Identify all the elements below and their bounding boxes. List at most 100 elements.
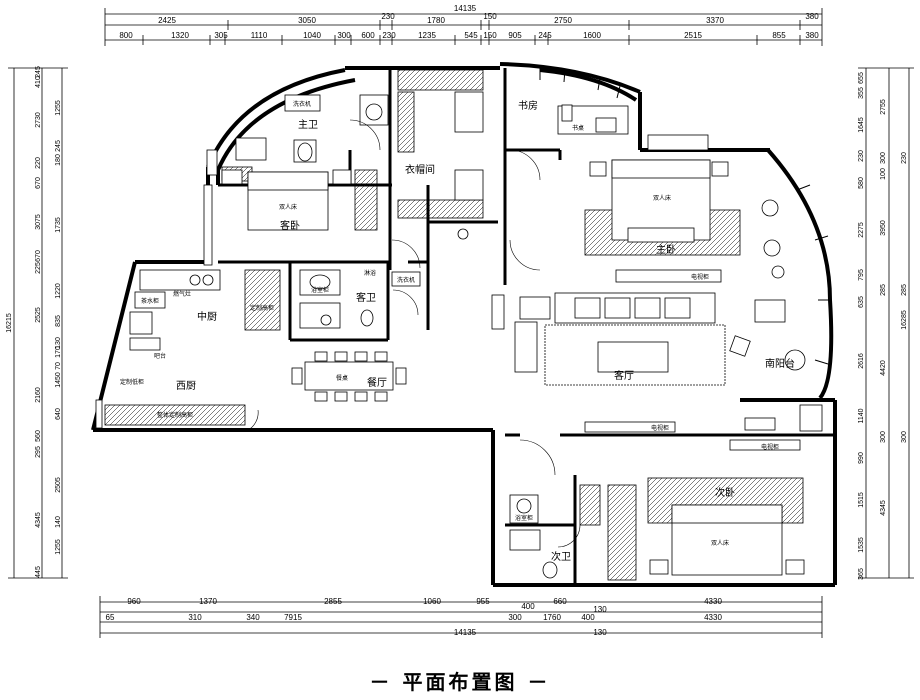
right-dimension-lines [858, 67, 914, 579]
shower-label: 淋浴 [364, 269, 376, 277]
left-dim: 670 [35, 250, 42, 262]
interior-walls [218, 66, 835, 585]
left-dim: 140 [55, 516, 62, 528]
right-total-dim: 16285 [901, 310, 908, 330]
left-dim: 4345 [35, 512, 42, 528]
integrated-cabinet [104, 404, 246, 426]
guest-bath-toilet [360, 309, 374, 327]
dining-table [304, 361, 394, 391]
room-master-bath: 主卫 [298, 119, 318, 131]
right-dim: 635 [858, 296, 865, 308]
bottom-dim: 300 [508, 613, 522, 622]
guest-bedroom-furniture: 双人床 [221, 169, 378, 231]
room-labels: 主卫 衣帽间 书房 客卧 主卧 中厨 客卫 西厨 餐厅 客厅 南阳台 次卧 次卫 [176, 99, 795, 563]
chinese-kitchen-fixtures: 燃气灶 定制高柜 茶水柜 吧台 定制低柜 整体定制高柜 [104, 269, 281, 426]
right-dim: 795 [858, 269, 865, 281]
custom-high-cabinet [244, 269, 281, 331]
bottom-dim: 7915 [284, 613, 302, 622]
top-dim: 1110 [251, 31, 268, 40]
second-bath-fixtures: 浴室柜 [509, 494, 558, 579]
master-bath-fixtures: 洗衣机 [221, 94, 389, 182]
top-dim: 230 [382, 31, 396, 40]
room-western-kitchen: 西厨 [176, 380, 196, 392]
left-dim: 2160 [35, 387, 42, 403]
top-dims-row2: 800 1320 305 1110 1040 300 600 230 1235 … [119, 31, 819, 40]
tv-cabinet [615, 269, 722, 283]
south-balcony-furniture [729, 299, 823, 432]
window-frames [95, 66, 832, 429]
top-dim: 545 [464, 31, 478, 40]
right-dim: 300 [880, 152, 887, 164]
right-dims-extra: 230 285 300 [901, 152, 908, 443]
top-total-dim: 14135 [454, 4, 477, 13]
left-dim: 225 [35, 262, 42, 274]
toilet [297, 142, 313, 162]
bar-label: 吧台 [154, 352, 166, 360]
right-dim: 230 [901, 152, 908, 164]
dining-furniture: 餐桌 [291, 351, 407, 402]
balcony-chair [784, 349, 806, 371]
right-dim: 300 [880, 431, 887, 443]
bottom-dim: 2855 [324, 597, 342, 606]
top-dim: 1040 [303, 31, 321, 40]
left-dim: 170 [55, 346, 62, 358]
left-dim: 1735 [55, 217, 62, 233]
room-living: 客厅 [614, 369, 634, 382]
guest-bath-fixtures: 浴室柜 洗衣机 淋浴 [299, 269, 421, 329]
room-second-bath: 次卫 [551, 550, 571, 563]
tea-cabinet-label: 茶水柜 [141, 297, 159, 305]
living-tv-cabinet-label: 电视柜 [651, 424, 669, 432]
left-dim: 835 [55, 315, 62, 327]
left-dim: 220 [35, 157, 42, 169]
left-dim: 2505 [55, 477, 62, 493]
custom-high-cabinet-label: 定制高柜 [250, 304, 274, 312]
top-dim: 150 [483, 12, 497, 21]
top-dim: 305 [214, 31, 228, 40]
door-swings [247, 119, 581, 548]
top-dim: 150 [483, 31, 497, 40]
top-dim: 905 [508, 31, 522, 40]
bottom-dims-row2: 65 310 340 7915 300 1760 400 4330 [106, 613, 723, 622]
right-dim: 655 [858, 72, 865, 84]
top-dim: 800 [119, 31, 133, 40]
coffee-table [597, 341, 669, 373]
bottom-dimension-lines [99, 596, 823, 638]
left-dim: 1255 [55, 539, 62, 555]
top-dim: 3050 [298, 16, 316, 25]
left-dim: 2525 [35, 307, 42, 323]
washbasin [365, 103, 383, 121]
top-dims-row1: 2425 3050 230 1780 150 2750 3370 380 [158, 12, 819, 25]
left-dim: 1220 [55, 283, 62, 299]
washer-box [284, 94, 321, 112]
second-bed-label: 双人床 [711, 539, 729, 547]
guest-bed-label: 双人床 [279, 203, 297, 211]
closet-bottom [397, 199, 484, 219]
bottom-dim: 4330 [704, 597, 722, 606]
second-bedroom-furniture: 双人床 电视柜 [579, 439, 805, 581]
left-dimension-lines [8, 67, 68, 579]
cloakroom-fixtures [397, 69, 484, 240]
drawing-title: － 平面布置图 － [369, 670, 551, 694]
top-dim: 2750 [554, 16, 572, 25]
top-dim: 855 [772, 31, 786, 40]
left-dim: 670 [35, 177, 42, 189]
top-dim: 2515 [684, 31, 702, 40]
right-dims-row1: 655 355 1645 2755 230 580 2275 795 635 2… [858, 72, 887, 580]
left-dim: 560 [35, 430, 42, 442]
room-cloakroom: 衣帽间 [405, 163, 435, 176]
bottom-dim: 340 [246, 613, 260, 622]
left-dim: 410 [35, 76, 42, 88]
bottom-dim: 130 [593, 605, 607, 614]
master-bedroom-furniture: 双人床 电视柜 [584, 159, 785, 283]
guest-bath-cabinet-label: 浴室柜 [311, 286, 329, 294]
right-dim: 365 [858, 568, 865, 580]
room-south-balcony: 南阳台 [765, 357, 795, 370]
room-second-bedroom: 次卧 [715, 486, 735, 499]
right-dim: 2755 [880, 99, 887, 115]
custom-low-cabinet-label: 定制低柜 [120, 378, 144, 386]
room-guest-bath: 客卫 [356, 291, 376, 304]
room-dining: 餐厅 [367, 376, 387, 389]
armchair [514, 321, 538, 373]
top-dim: 380 [805, 12, 819, 21]
bottom-dim: 65 [106, 613, 115, 622]
